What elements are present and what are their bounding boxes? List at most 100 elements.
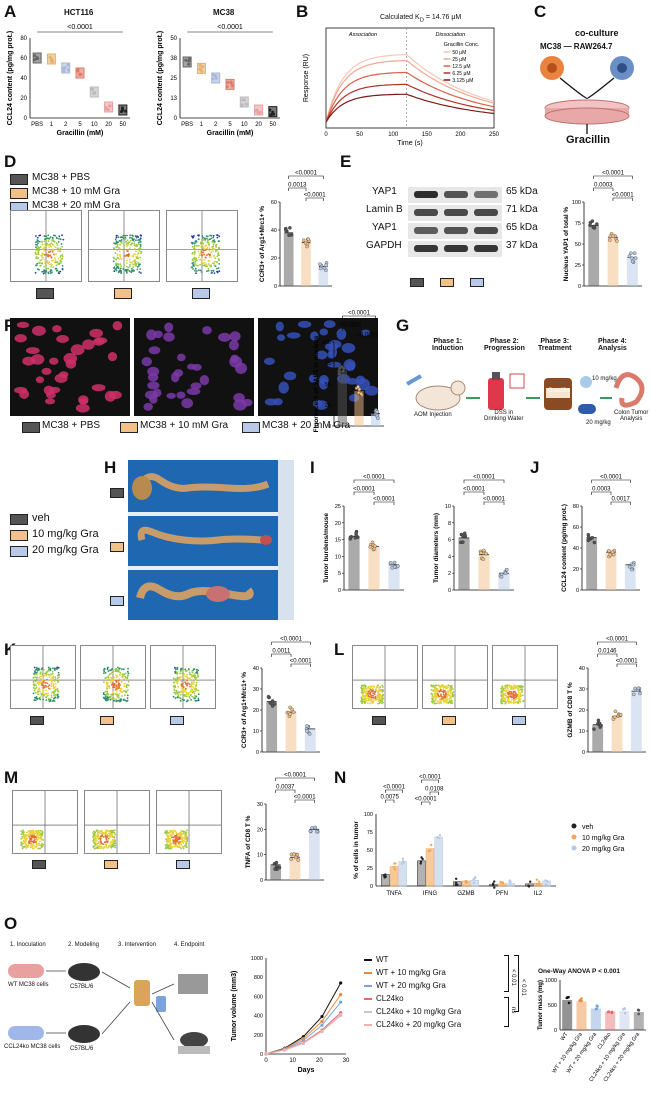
y-tick-label: 80 [573, 504, 579, 510]
facs-event [136, 235, 139, 238]
facs-event [53, 245, 56, 248]
facs-event [114, 686, 116, 689]
sig-bracket [429, 791, 439, 795]
facs-event [175, 839, 178, 842]
facs-event [368, 690, 371, 692]
y-tick-label: 30 [579, 687, 585, 693]
bar [266, 701, 278, 752]
wt-cells-icon [8, 964, 44, 978]
facs-event [170, 834, 173, 837]
facs-event [116, 249, 119, 251]
facs-event [182, 668, 185, 671]
facs-event [197, 238, 200, 240]
facs-event [124, 694, 126, 696]
facs-event [48, 669, 50, 672]
x-tick-label: 10 [241, 122, 248, 128]
facs-event [52, 667, 54, 670]
facs-event [125, 243, 128, 245]
facs-event [166, 846, 169, 849]
facs-event [521, 694, 524, 697]
facs-event [30, 843, 33, 846]
bar [592, 724, 604, 752]
facs-event [112, 691, 114, 693]
facs-event [122, 235, 125, 237]
facs-event [517, 693, 520, 696]
data-point [266, 695, 271, 699]
facs-event [169, 845, 172, 848]
facs-event [367, 699, 370, 702]
facs-event [103, 670, 106, 673]
facs-event [58, 235, 61, 238]
facs-event [374, 697, 377, 700]
data-point [283, 1048, 287, 1052]
facs-event [443, 696, 446, 699]
facs-event [510, 693, 512, 695]
facs-event [120, 698, 122, 700]
facs-event [140, 252, 142, 255]
facs-event [516, 697, 519, 700]
y-tick-label: 20 [579, 708, 585, 714]
facs-event [218, 270, 221, 273]
facs-event [132, 266, 135, 268]
facs-event [123, 699, 125, 701]
facs-event [94, 843, 97, 846]
x-tick-label: 2 [214, 122, 218, 128]
y-tick-label: 75 [367, 830, 373, 836]
x-tick-label: WT [560, 1031, 570, 1042]
facs-event [216, 261, 218, 264]
facs-event [371, 687, 374, 690]
facs-event [112, 841, 115, 844]
syringe-icon [406, 374, 422, 386]
facs-event [360, 687, 363, 690]
y-tick-label: 5 [338, 571, 341, 577]
facs-event [174, 671, 176, 673]
bar [398, 861, 407, 887]
nucleus [230, 354, 240, 364]
facs-event [182, 696, 184, 699]
o-legend-marker [364, 1023, 372, 1026]
facs-event [201, 235, 204, 237]
facs-event [50, 685, 53, 687]
nucleus [147, 366, 160, 377]
facs-event [208, 243, 211, 245]
facs-event [208, 256, 211, 259]
facs-event [51, 236, 54, 239]
facs-event [119, 253, 121, 256]
nucleus [44, 398, 56, 405]
blot-band [414, 227, 438, 234]
bar [633, 1012, 644, 1030]
facs-k-20 [150, 645, 216, 709]
sig-bracket [385, 799, 395, 803]
facs-event [45, 269, 47, 272]
facs-event [46, 261, 49, 263]
data-point [392, 565, 397, 569]
growth-curve [265, 1012, 342, 1055]
facs-event [119, 684, 121, 687]
facs-event [139, 256, 142, 259]
blot-band [414, 191, 438, 198]
facs-event [122, 249, 125, 252]
facs-event [210, 237, 213, 240]
data-point [356, 385, 360, 389]
facs-event [177, 836, 180, 839]
facs-event [192, 681, 195, 683]
facs-event [57, 681, 60, 683]
o-legend-item: CL24ko [364, 994, 404, 1003]
facs-event [449, 689, 452, 692]
facs-event [203, 258, 206, 261]
facs-event [48, 237, 51, 240]
facs-event [25, 831, 28, 834]
facs-event [34, 676, 37, 679]
facs-event [57, 695, 60, 698]
facs-event [505, 690, 508, 693]
facs-event [434, 700, 437, 702]
facs-event [115, 674, 117, 677]
facs-event [381, 700, 383, 703]
facs-event [183, 690, 186, 693]
facs-event [368, 687, 370, 690]
legend-swatch-pbs [10, 174, 28, 185]
facs-event [58, 676, 60, 679]
x-axis-label: Gracillin (mM) [207, 130, 254, 137]
